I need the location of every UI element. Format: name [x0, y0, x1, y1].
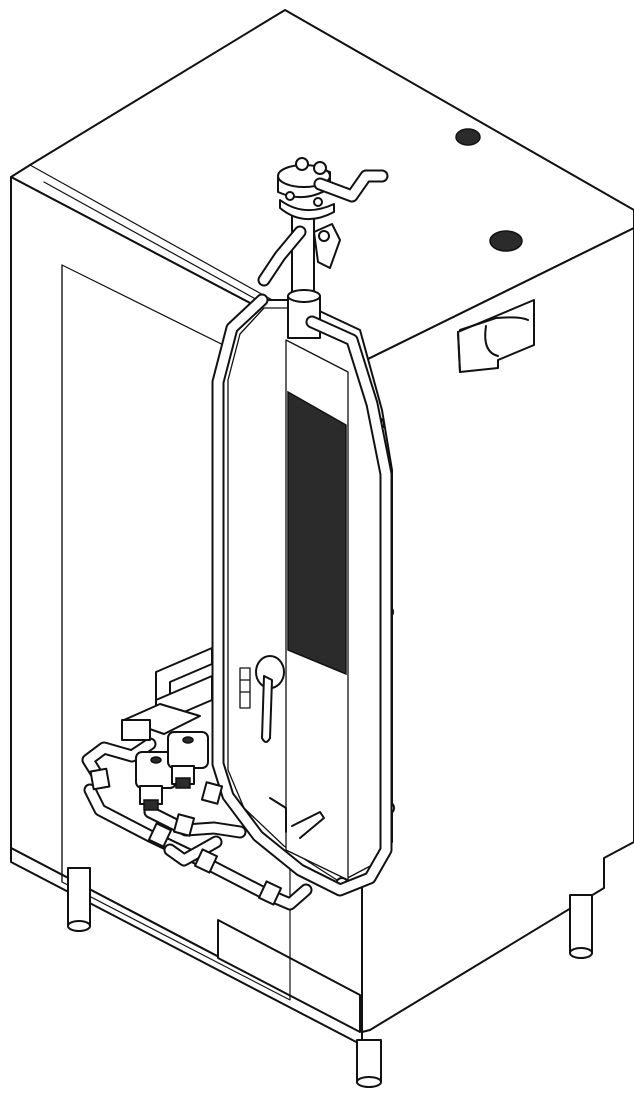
- leg-right: [569, 894, 593, 959]
- valve-head: [277, 157, 335, 220]
- top-vent-hole-1: [455, 128, 481, 146]
- leg-front-center: [356, 1039, 382, 1088]
- solenoid-valve-2: [167, 731, 209, 789]
- cabinet-right-face: [361, 227, 634, 1033]
- leg-front-left: [67, 867, 91, 932]
- top-vent-hole-2: [489, 230, 523, 252]
- hose-loop: [211, 293, 393, 897]
- cabinet-base-plinth: [217, 919, 361, 1033]
- oven-door: [212, 299, 395, 893]
- lower-plumbing: [81, 647, 313, 911]
- door-window-dark: [287, 390, 347, 676]
- door-handle: [239, 655, 285, 743]
- legs: [67, 867, 593, 1088]
- side-bracket: [457, 299, 535, 373]
- valve-mount-bracket: [121, 647, 213, 741]
